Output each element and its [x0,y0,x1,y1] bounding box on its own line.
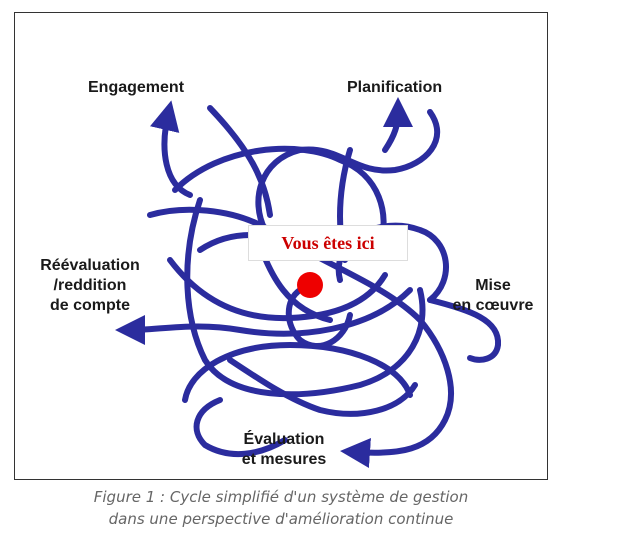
scribble-stroke-11 [115,287,413,345]
label-planification: Planification [347,79,443,96]
label-reevaluation-line2: /reddition [53,277,127,294]
caption-line-2: dans une perspective d'amélioration cont… [108,510,454,528]
scribble-stroke-5 [255,109,441,233]
scribble-stroke-1 [207,105,273,218]
scribble-stroke-10 [427,297,502,363]
you-are-here-callout: Vous êtes ici [248,225,408,261]
you-are-here-marker [297,272,323,298]
scribble-stroke-16 [193,397,288,458]
label-evaluation: Évaluation et mesures [222,430,346,470]
label-mise-line2: en cœuvre [452,297,534,314]
scribble-stroke-4 [382,97,413,153]
label-engagement: Engagement [88,79,185,96]
scribble-stroke-2 [150,100,193,198]
scribble-stroke-12 [182,342,413,403]
label-reevaluation: Réévaluation /reddition de compte [20,256,160,316]
scribble-stroke-15 [167,257,388,322]
label-evaluation-line2: et mesures [241,451,327,468]
caption-line-1: Figure 1 : Cycle simplifié d'un système … [93,488,469,506]
label-mise-line1: Mise [475,277,511,294]
figure-caption: Figure 1 : Cycle simplifié d'un système … [14,486,548,530]
scribble-stroke-7 [184,197,426,398]
label-mise-en-oeuvre: Mise en cœuvre [440,276,546,316]
scribble-stroke-17 [227,357,418,417]
label-evaluation-line1: Évaluation [243,431,325,448]
label-reevaluation-line1: Réévaluation [40,257,140,274]
label-reevaluation-line3: de compte [49,297,130,314]
